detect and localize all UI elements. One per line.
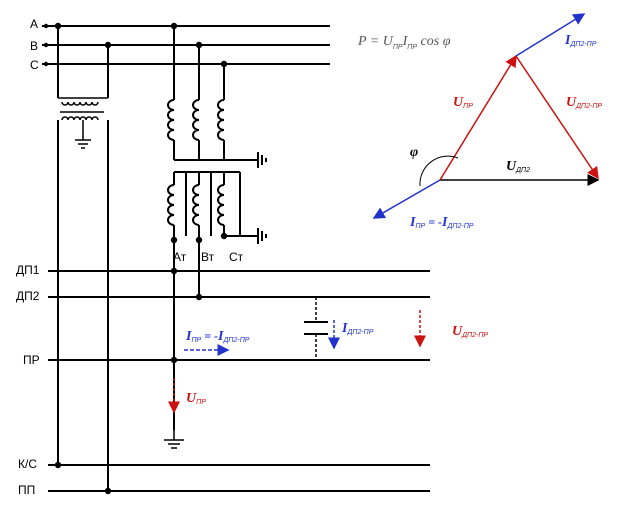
- phasor-label-i-pr-eq: IПР = -IДП2-ПР: [409, 215, 474, 230]
- power-formula: P = UПРIПР cos φ: [357, 34, 451, 51]
- circuit-label-u-pr: UПР: [186, 391, 206, 406]
- left-transformer: [54, 22, 112, 495]
- primary-windings: [167, 22, 267, 168]
- phi-arc: [419, 155, 459, 187]
- label-vt: Вт: [201, 250, 215, 264]
- phasor-i-dp2-pr: [515, 13, 586, 57]
- capacitor-plates: [304, 321, 328, 335]
- bus-label-a: A: [30, 17, 38, 31]
- phasor-label-u-dp2: UДП2: [506, 159, 530, 174]
- label-at: Ат: [173, 250, 187, 264]
- bus-label-c: C: [30, 58, 39, 72]
- bus-terminal-dots: [43, 23, 49, 67]
- bus-label-dp1: ДП1: [16, 263, 40, 277]
- phasor-u-dp2-pr: [515, 55, 599, 180]
- phasor-diagram: [372, 13, 600, 219]
- bus-label-dp2: ДП2: [16, 289, 40, 303]
- bus-lines: [42, 25, 430, 492]
- phasor-i-pr: [372, 179, 441, 219]
- circuit-label-i-pr-eq: IПР = -IДП2-ПР: [185, 329, 250, 344]
- bus-label-pp: ПП: [18, 483, 35, 497]
- phasor-label-phi: φ: [410, 145, 418, 160]
- bus-label-pr: ПР: [23, 353, 40, 367]
- secondary-windings: [167, 171, 267, 430]
- bus-label-b: B: [30, 39, 38, 53]
- circuit-label-i-dp2-pr: IДП2-ПР: [341, 321, 374, 336]
- bus-label-ks: К/С: [18, 457, 37, 471]
- label-st: Ст: [229, 250, 244, 264]
- phasor-u-pr: [439, 54, 517, 181]
- circuit-label-u-dp2-pr: UДП2-ПР: [452, 324, 488, 339]
- phasor-label-u-dp2-pr: UДП2-ПР: [566, 95, 602, 110]
- phasor-label-i-dp2-pr: IДП2-ПР: [564, 33, 597, 48]
- phasor-label-u-pr: UПР: [453, 95, 473, 110]
- ground-symbol: [164, 430, 184, 449]
